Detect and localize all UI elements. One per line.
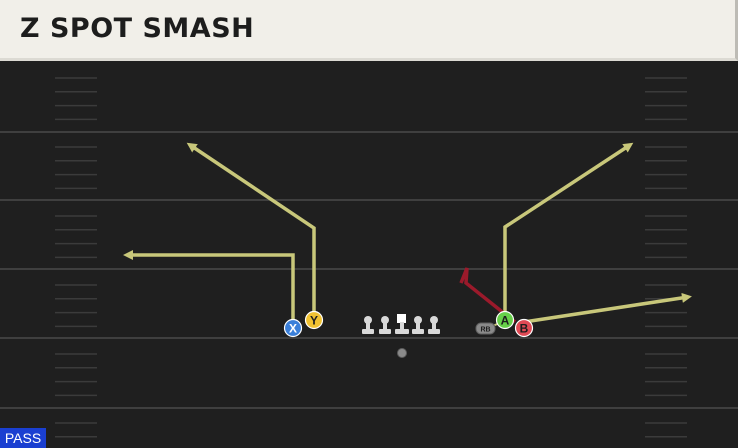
lineman-left-tackle [362,316,374,334]
play-title-bar: Z SPOT SMASH [0,0,738,61]
player-a[interactable]: A [495,310,515,330]
play-type-badge: PASS [0,428,46,448]
offensive-line [362,314,440,334]
player-a-label: A [501,314,510,328]
a-route [503,142,634,320]
field-background [0,60,738,448]
player-y-label: Y [310,314,318,328]
player-x-label: X [289,322,297,336]
player-rb-label: RB [480,327,490,334]
lineman-right-tackle [428,316,440,334]
player-y[interactable]: Y [304,310,324,330]
center [395,314,409,334]
lineman-left-guard [379,316,391,334]
x-route [123,250,295,328]
b-route [523,292,692,324]
hash-marks-left [55,77,97,438]
lineman-right-guard [412,316,424,334]
y-route [186,142,316,320]
yard-lines [0,131,738,409]
player-b-label: B [520,322,529,336]
rb-block-route [459,267,517,324]
player-b[interactable]: B [514,318,534,338]
quarterback-marker [397,348,407,358]
play-title: Z SPOT SMASH [20,13,255,44]
player-rb[interactable]: RB [475,322,496,335]
player-x[interactable]: X [283,318,303,338]
